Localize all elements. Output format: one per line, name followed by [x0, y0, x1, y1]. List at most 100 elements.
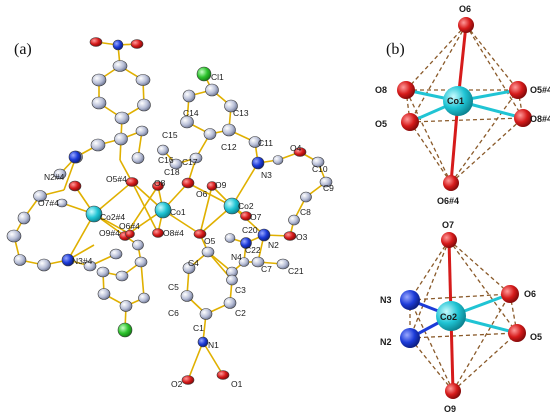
nitrogen-atom: [400, 328, 420, 348]
carbon-atom: [189, 152, 203, 164]
carbon-atom: [251, 256, 265, 268]
atom-label-n3: N3: [261, 170, 272, 180]
atom-label-n2-4: N2#4: [44, 172, 65, 182]
carbon-atom: [90, 138, 106, 152]
carbon-atom: [115, 270, 129, 282]
carbon-atom: [224, 99, 238, 113]
carbon-atom: [238, 257, 250, 267]
panel-a-labels: Cl1 C14 C13 C15 C11 C12 O4 C10 C16 C17 N…: [38, 72, 334, 389]
cobalt-atom: [223, 197, 241, 215]
atom-label-c8: C8: [300, 207, 311, 217]
carbon-atom: [300, 191, 312, 203]
carbon-atom: [91, 73, 107, 87]
carbon-atom: [135, 74, 151, 86]
atom-label-c11: C11: [258, 138, 273, 148]
oxygen-atom: [509, 81, 527, 99]
carbon-atom: [203, 128, 217, 140]
atom-label-o4: O4: [290, 143, 302, 153]
carbon-atom: [138, 292, 150, 304]
nitrogen-atom: [68, 150, 82, 164]
oxygen-atom: [193, 229, 207, 239]
oxygen-atom: [181, 177, 195, 189]
atom-label-c2: C2: [235, 308, 246, 318]
panel-label-a: (a): [14, 41, 32, 58]
atom-label-c7: C7: [261, 264, 272, 274]
atom-label-b-o5b: O5: [530, 332, 542, 342]
carbon-atom: [222, 123, 236, 137]
carbon-atom: [37, 258, 51, 272]
nitrogen-atom: [257, 228, 271, 242]
carbon-atom: [272, 155, 284, 165]
co1-labels: O6 O8 Co1 O5#4 O5 O8#4 O6#4: [375, 4, 550, 206]
atom-label-b-o8-4: O8#4: [530, 114, 550, 124]
carbon-atom: [91, 96, 107, 110]
oxygen-atom: [401, 113, 419, 131]
carbon-atom: [112, 60, 128, 72]
oxygen-atom: [514, 109, 532, 127]
carbon-atom: [6, 229, 22, 243]
atom-label-o3: O3: [296, 232, 308, 242]
carbon-atom: [132, 239, 144, 251]
nitrogen-atom: [197, 336, 209, 348]
carbon-atom: [134, 256, 148, 268]
atom-label-o8: O8: [154, 178, 166, 188]
carbon-atom: [131, 152, 145, 164]
atom-label-o6: O6: [196, 189, 208, 199]
atom-label-c13: C13: [233, 108, 249, 118]
carbon-atom: [157, 144, 169, 156]
atom-label-n1: N1: [208, 340, 219, 350]
atom-label-c18: C18: [164, 167, 180, 177]
chlorine-atom: [117, 322, 133, 338]
oxygen-atom: [458, 17, 474, 33]
atom-label-cl1: Cl1: [211, 72, 224, 82]
oxygen-atom: [240, 211, 252, 221]
carbon-atom: [319, 176, 333, 188]
oxygen-atom: [125, 177, 139, 187]
co2-labels: O7 N3 Co2 O6 N2 O5 O9: [380, 220, 542, 414]
atom-label-c21: C21: [288, 266, 304, 276]
atom-label-b-o6: O6: [459, 4, 471, 14]
carbon-atom: [201, 246, 215, 258]
carbon-atom: [182, 262, 196, 274]
atom-label-c15: C15: [162, 130, 178, 140]
atom-label-o9: O9: [215, 180, 227, 190]
atom-label-c3: C3: [235, 285, 246, 295]
oxygen-atom: [441, 232, 457, 248]
atom-label-c14: C14: [183, 108, 199, 118]
oxygen-atom: [445, 383, 461, 399]
carbon-atom: [311, 156, 325, 168]
carbon-atom: [137, 98, 151, 112]
carbon-atom: [97, 288, 111, 300]
oxygen-atom: [152, 228, 164, 238]
cobalt-atom: [443, 86, 473, 116]
nitrogen-atom: [251, 156, 265, 170]
carbon-atom: [248, 136, 262, 148]
nitrogen-atom: [400, 290, 420, 310]
atom-label-b-o5: O5: [375, 119, 387, 129]
carbon-atom: [17, 211, 31, 225]
carbon-atom: [13, 254, 27, 266]
carbon-atom: [224, 233, 236, 243]
nitrogen-atom: [240, 237, 252, 249]
oxygen-atom: [206, 181, 218, 191]
atom-label-n3-4: N3#4: [72, 256, 93, 266]
carbon-atom: [56, 198, 68, 208]
carbon-atom: [276, 258, 290, 270]
atom-label-b-o6-4: O6#4: [437, 196, 459, 206]
carbon-atom: [226, 274, 238, 286]
oxygen-atom: [152, 181, 164, 191]
cobalt-atom: [154, 201, 172, 219]
oxygen-atom: [216, 370, 230, 380]
atom-label-c5: C5: [168, 282, 179, 292]
atom-label-o5: O5: [204, 236, 216, 246]
carbon-atom: [135, 125, 149, 137]
oxygen-atom: [125, 229, 135, 239]
nitrogen-atom: [61, 253, 75, 267]
oxygen-atom: [508, 324, 526, 342]
carbon-atom: [205, 83, 219, 97]
atom-label-b-o9: O9: [444, 404, 456, 414]
atom-label-n4: N4: [231, 252, 242, 262]
oxygen-atom: [293, 147, 307, 157]
atom-label-c20: C20: [242, 225, 258, 235]
